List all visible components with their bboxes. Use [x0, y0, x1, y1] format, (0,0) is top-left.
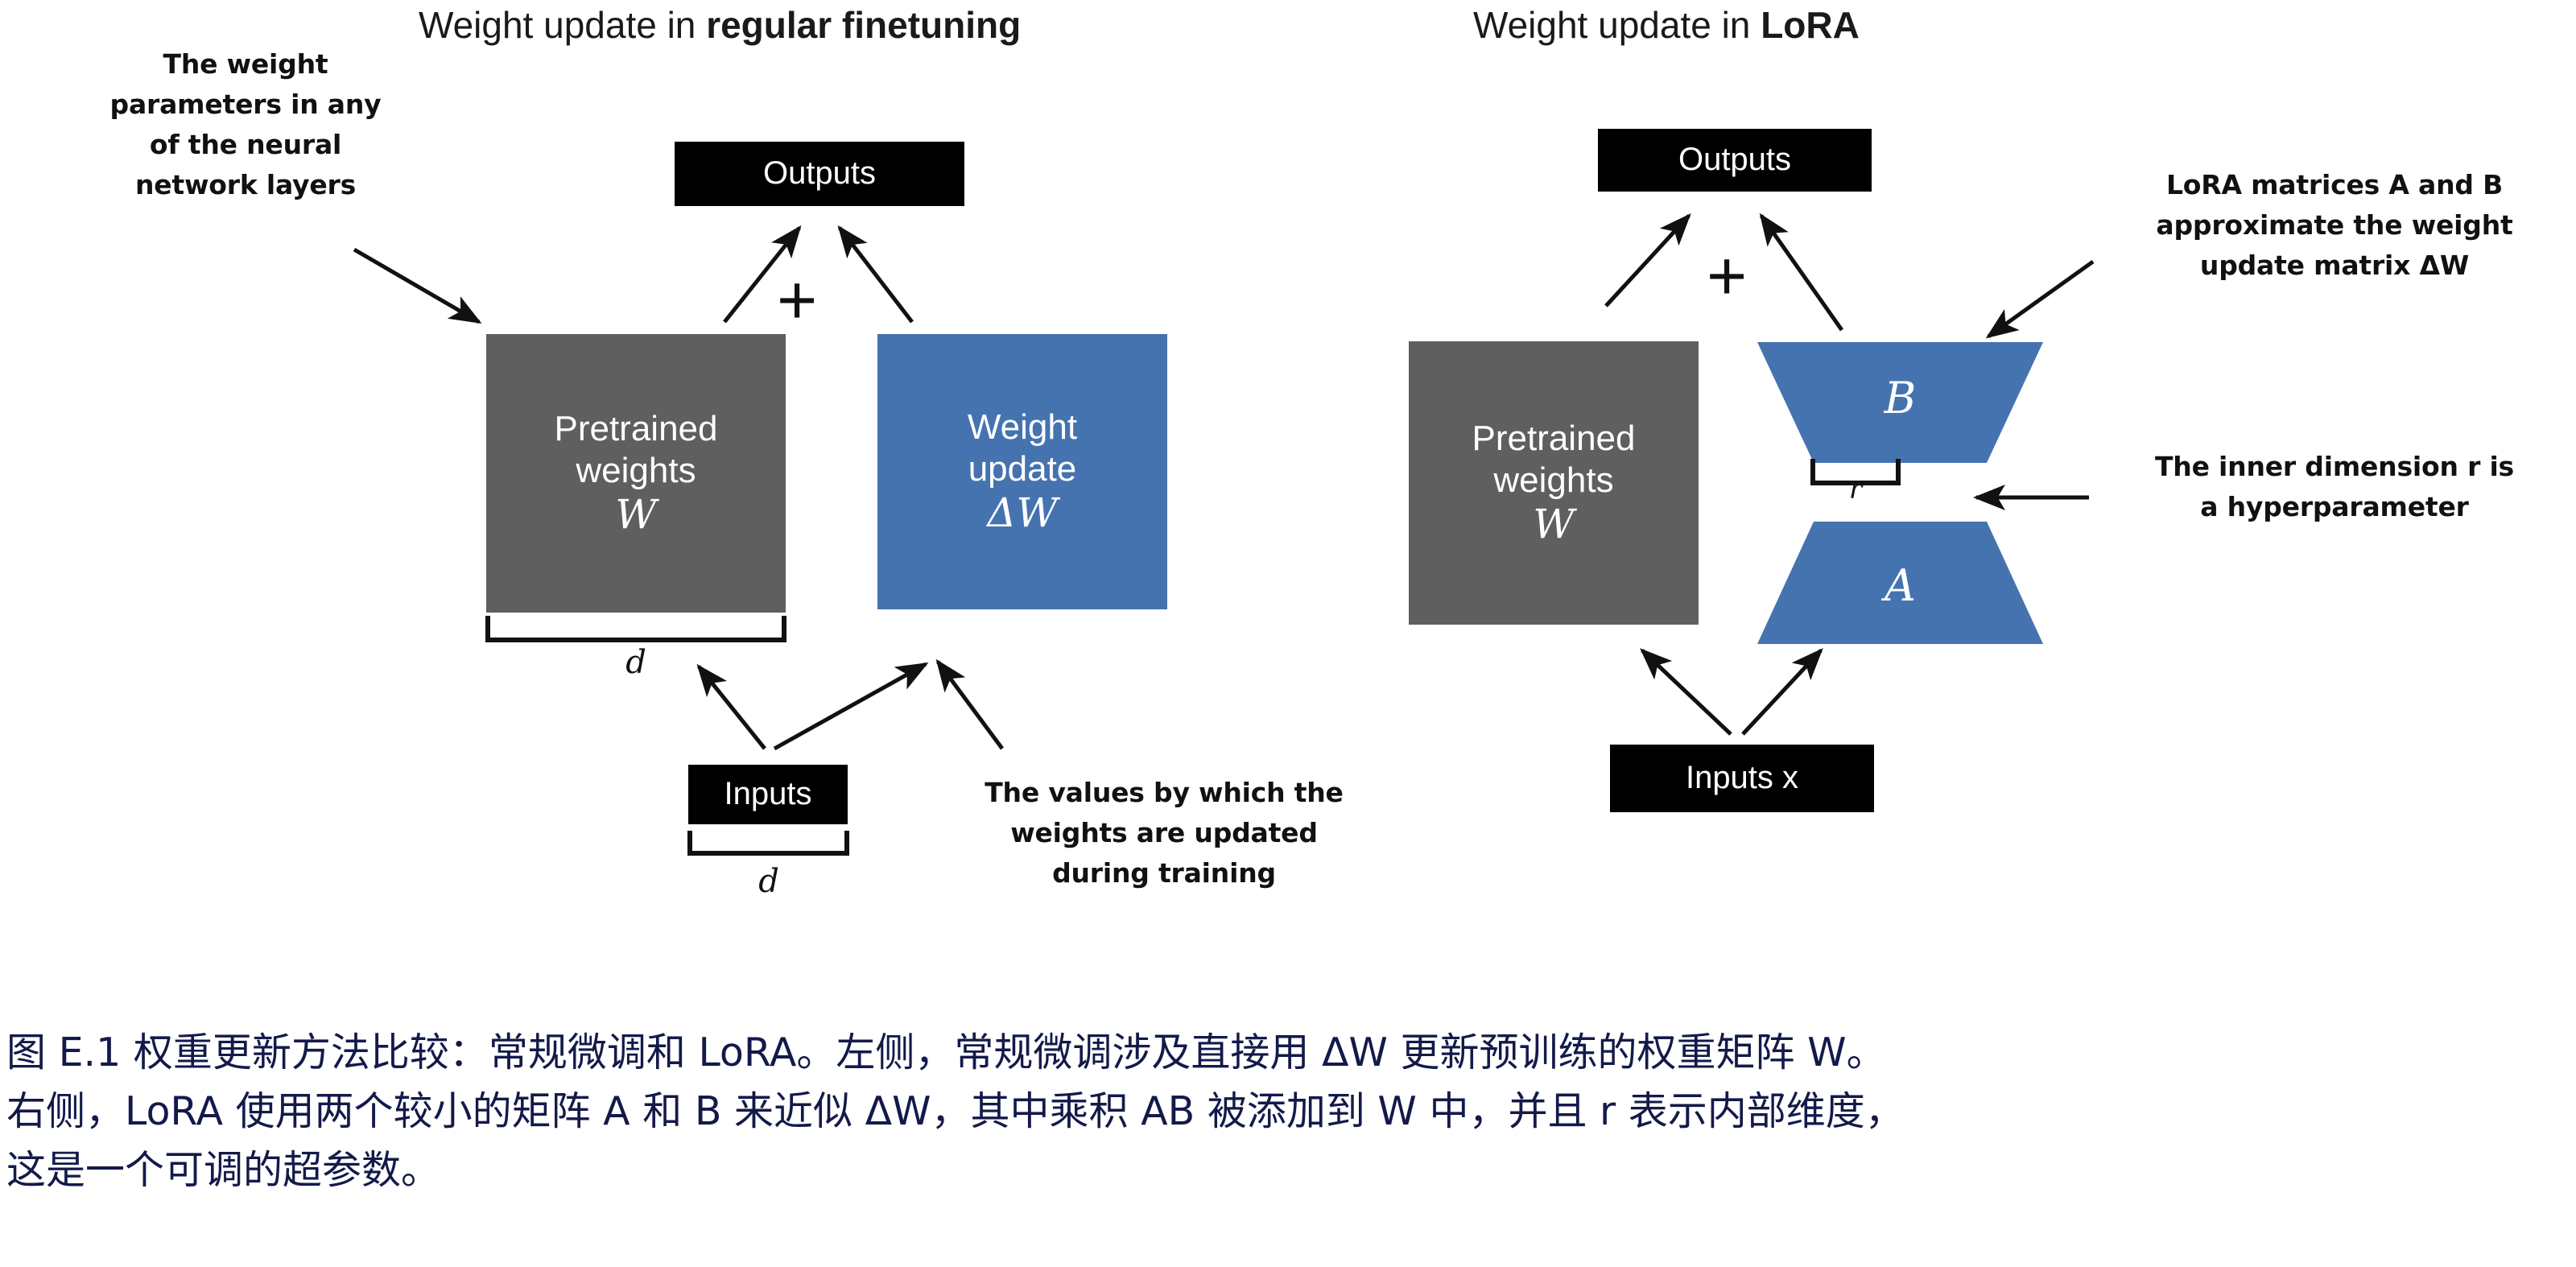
panel-title-lora-bold: LoRA — [1761, 4, 1860, 46]
plus-sign-lora: + — [1707, 241, 1747, 311]
dimension-label-inputs-d-text: d — [758, 863, 779, 900]
arrow-annotation-to-weightupdate — [935, 658, 1005, 750]
annotation-lora-matrices: LoRA matrices A and B approximate the we… — [2156, 169, 2513, 282]
dimension-label-weights-d: d — [486, 644, 786, 681]
dimension-label-r: r — [1814, 473, 1897, 506]
panel-title-regular-finetuning: Weight update in regular finetuning — [419, 3, 1021, 47]
panel-title-lora-plain: Weight update in — [1473, 4, 1761, 46]
annotation-weight-parameters: The weight parameters in any of the neur… — [109, 48, 382, 201]
inputs-label-lora-text: Inputs x — [1685, 760, 1799, 796]
outputs-label-lora: Outputs — [1678, 142, 1792, 178]
lora-matrix-b-label: B — [1884, 373, 1917, 423]
pretrained-weights-line1-lora: Pretrained — [1472, 418, 1636, 458]
annotation-values-updated: The values by which the weights are upda… — [985, 777, 1344, 889]
plus-symbol-regular: + — [777, 262, 818, 339]
bracket-weights-d — [485, 616, 786, 642]
arrow-annotation-to-pretrained — [353, 247, 482, 324]
pretrained-weights-line1-regular: Pretrained — [554, 408, 718, 448]
arrow-inputs-to-weightupdate-regular — [773, 662, 929, 751]
arrow-weightupdate-to-outputs-regular — [837, 225, 914, 324]
pretrained-weights-symbol-lora: W — [1533, 501, 1575, 548]
arrow-annotation-to-matrixb — [1985, 259, 2095, 339]
inputs-box-regular: Inputs — [688, 765, 848, 824]
annotation-inner-dimension: The inner dimension r is a hyperparamete… — [2154, 451, 2515, 523]
arrow-inputs-to-pretrained-lora — [1640, 648, 1732, 736]
lora-matrix-a-trapezoid: A — [1757, 522, 2043, 644]
dimension-label-r-text: r — [1848, 473, 1863, 506]
pretrained-weights-symbol-regular: W — [615, 491, 657, 539]
pretrained-weights-box-regular: Pretrained weights W — [486, 334, 786, 613]
arrow-matrixb-to-outputs-lora — [1759, 213, 1844, 332]
outputs-label-regular: Outputs — [762, 155, 877, 192]
figure-caption-line-1: 图 E.1 权重更新方法比较：常规微调和 LoRA。左侧，常规微调涉及直接用 Δ… — [6, 1030, 1886, 1075]
plus-sign-regular: + — [777, 266, 817, 335]
dimension-label-inputs-d: d — [676, 863, 861, 900]
outputs-box-lora: Outputs — [1598, 129, 1872, 192]
weight-update-line1-regular: Weight — [967, 407, 1078, 447]
bracket-inputs-d — [687, 831, 849, 856]
inputs-label-regular: Inputs — [724, 776, 812, 812]
outputs-box-regular: Outputs — [675, 142, 964, 206]
weight-update-box-regular: Weight update ΔW — [877, 334, 1167, 609]
plus-symbol-lora: + — [1707, 237, 1748, 315]
dimension-label-weights-d-text: d — [625, 644, 646, 681]
panel-title-regular-plain: Weight update in — [419, 4, 707, 46]
inputs-label-lora: Inputs x — [1686, 759, 1798, 797]
weight-update-symbol-regular: ΔW — [987, 489, 1058, 537]
arrow-pretrained-to-outputs-lora — [1604, 213, 1691, 307]
lora-matrix-b-trapezoid: B — [1757, 342, 2043, 463]
panel-title-lora: Weight update in LoRA — [1473, 3, 1860, 47]
pretrained-weights-box-lora: Pretrained weights W — [1409, 341, 1699, 625]
figure-caption-line-2: 右侧，LoRA 使用两个较小的矩阵 A 和 B 来近似 ΔW，其中乘积 AB 被… — [6, 1088, 1905, 1134]
figure-caption-line-3: 这是一个可调的超参数。 — [6, 1147, 441, 1193]
pretrained-weights-line2-lora: weights — [1493, 460, 1614, 500]
pretrained-weights-line2-regular: weights — [576, 450, 696, 490]
weight-update-line2-regular: update — [968, 448, 1077, 489]
panel-title-regular-bold: regular finetuning — [706, 4, 1022, 46]
lora-matrix-a-label: A — [1885, 560, 1916, 611]
inputs-box-lora: Inputs x — [1610, 745, 1874, 812]
arrow-inputs-to-matrixa-lora — [1741, 648, 1823, 736]
